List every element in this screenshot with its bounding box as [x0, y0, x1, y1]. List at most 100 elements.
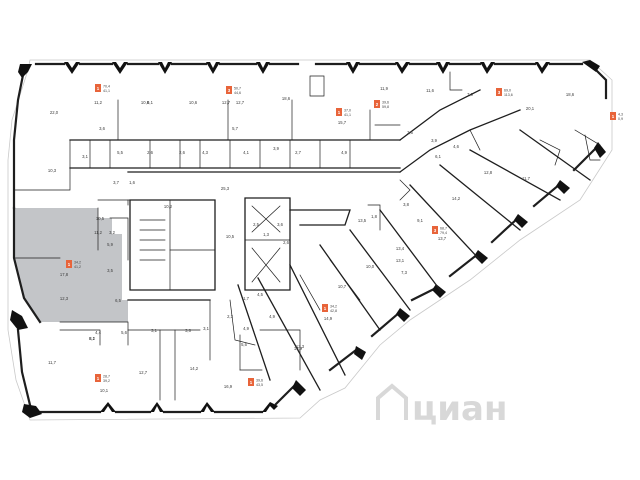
- outer-walls: [12, 62, 608, 414]
- unit-area-line-1: 4,3: [618, 112, 623, 116]
- room-area-label: 7,9: [467, 92, 473, 97]
- unit-area-line-1: 68,7: [440, 226, 447, 230]
- unit-area-line-1: 39,6: [256, 378, 263, 382]
- room-area-label: 18,6: [282, 96, 291, 101]
- room-area-label: 12,7: [222, 100, 231, 105]
- room-area-label: 2,6: [283, 240, 289, 245]
- unit-room-count: 3: [228, 88, 231, 93]
- unit-area-line-1: 37,0: [344, 108, 351, 112]
- unit-area-line-2: 44,6: [234, 91, 241, 95]
- room-area-label: 18,6: [566, 92, 575, 97]
- room-area-label: 9,1: [417, 218, 423, 223]
- unit-area-line-2: 41,2: [74, 265, 81, 269]
- room-area-label: 3,7: [113, 180, 119, 185]
- room-area-label: 3,6: [277, 222, 283, 227]
- unit-room-count-marker: [226, 86, 232, 94]
- room-area-label: 16,9: [224, 384, 233, 389]
- room-area-label: 6,1: [435, 154, 441, 159]
- unit-area-line-1: 69,0: [504, 88, 511, 92]
- room-area-label: 3,5: [107, 268, 113, 273]
- room-area-label: 3,6: [99, 126, 105, 131]
- room-area-label: 1,8: [371, 214, 377, 219]
- unit-room-count-marker: [336, 108, 342, 116]
- room-area-label: 13,5: [358, 218, 367, 223]
- unit-room-count-marker: [496, 88, 502, 96]
- room-area-label: 3,6: [185, 328, 191, 333]
- unit-room-count-marker: [322, 304, 328, 312]
- unit-area-line-2: 59,8: [382, 105, 389, 109]
- unit-room-count-marker: [248, 378, 254, 386]
- room-area-label: 13,3: [296, 344, 305, 349]
- room-area-label: 3,1: [151, 328, 157, 333]
- unit-room-count: 1: [338, 110, 341, 115]
- room-area-label: 2,6: [147, 150, 153, 155]
- room-area-label: 7,3: [401, 270, 407, 275]
- room-area-label: 5,9: [107, 242, 113, 247]
- unit-room-count: 1: [612, 114, 615, 119]
- room-area-label: 10,5: [226, 234, 235, 239]
- room-area-label: 3,2: [109, 230, 115, 235]
- unit-area-line-1: 70,4: [103, 84, 110, 88]
- unit-room-count-marker: [432, 226, 438, 234]
- unit-area-line-2: 79,4: [440, 231, 447, 235]
- room-area-label: 11,9: [380, 86, 389, 91]
- unit-area-line-1: 50,7: [234, 86, 241, 90]
- room-area-label: 5,6: [121, 330, 127, 335]
- room-area-label: 13,1: [396, 258, 405, 263]
- room-area-label: 4,6: [453, 144, 459, 149]
- unit-area-line-2: 41,1: [344, 113, 351, 117]
- unit-room-count: 1: [68, 262, 71, 267]
- room-area-label: 4,9: [269, 314, 275, 319]
- room-area-label: 3,9: [273, 146, 279, 151]
- unit-room-count-marker: [66, 260, 72, 268]
- room-area-label: 11,2: [94, 100, 103, 105]
- cian-house-icon: [376, 383, 408, 420]
- unit-room-count: 2: [376, 102, 379, 107]
- unit-room-count: 3: [434, 228, 437, 233]
- room-area-label: 14,9: [324, 316, 333, 321]
- room-area-label: 4,9: [341, 150, 347, 155]
- room-area-label: 2,3: [227, 314, 233, 319]
- room-area-label: 11,7: [48, 360, 57, 365]
- facade-fins: [10, 60, 606, 418]
- room-area-label: 6,5: [115, 298, 121, 303]
- room-area-label: 3,8: [403, 202, 409, 207]
- room-area-label: 12,8: [484, 170, 493, 175]
- room-area-label: 14,2: [452, 196, 461, 201]
- room-area-label: 12,7: [236, 100, 245, 105]
- unit-room-count-marker: [374, 100, 380, 108]
- unit-area-line-1: 39,6: [382, 100, 389, 104]
- room-area-label: 2,6: [179, 150, 185, 155]
- unit-area-line-2: 0,9: [618, 117, 623, 121]
- room-area-label: 8,1: [89, 336, 95, 341]
- unit-area-line-1: 34,2: [330, 304, 337, 308]
- room-area-label: 10,2: [164, 204, 173, 209]
- interior-walls: [13, 71, 601, 401]
- room-area-label: 13,7: [438, 236, 447, 241]
- room-area-label: 10,7: [338, 284, 347, 289]
- room-area-label: 2,5: [253, 222, 259, 227]
- unit-area-line-2: 42,8: [330, 309, 337, 313]
- room-area-label: 3,1: [203, 326, 209, 331]
- room-area-label: 5,6: [241, 342, 247, 347]
- unit-area-line-1: 28,7: [103, 374, 110, 378]
- room-area-label: 4,5: [257, 292, 263, 297]
- unit-room-count-marker: [95, 374, 101, 382]
- unit-room-count: 1: [250, 380, 253, 385]
- room-area-label: 5,7: [232, 126, 238, 131]
- unit-room-count: 3: [498, 90, 501, 95]
